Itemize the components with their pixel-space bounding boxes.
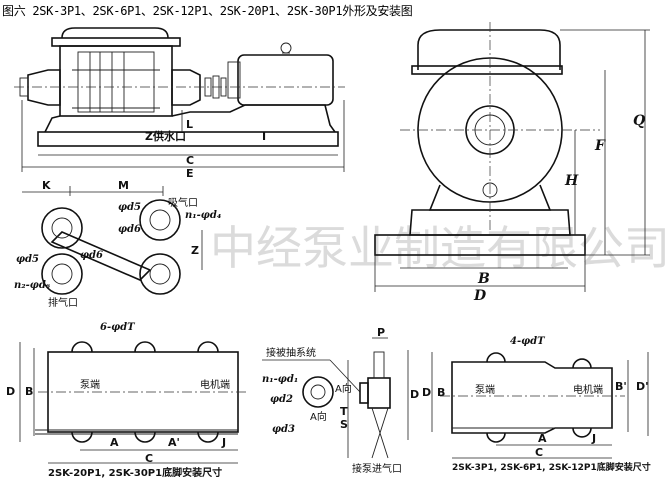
- dim-J-large: J: [221, 436, 226, 449]
- base-plan-large: 6-φdT 泵端 电机端 D B A A' J C 2SK-20P1, 2SK-…: [6, 322, 248, 479]
- connecting-pipe: [50, 231, 152, 281]
- base-outline-small: [451, 361, 613, 434]
- water-inlet-label: Z供水口: [145, 129, 186, 143]
- suction-port-label: 吸气口: [168, 196, 198, 209]
- system-connection-label: 接被抽系统: [266, 346, 316, 359]
- dim-C: C: [186, 154, 194, 167]
- pump-end-label-small: 泵端: [475, 383, 495, 396]
- front-view: B D H F Q: [374, 22, 650, 304]
- d2-label: φd2: [270, 394, 293, 405]
- dim-C-large: C: [145, 452, 153, 465]
- holes-6-dT: 6-φdT: [100, 322, 136, 333]
- bearing-housing-left: [27, 69, 61, 106]
- dim-A-large: A: [110, 436, 119, 449]
- caption-small-base: 2SK-3P1, 2SK-6P1, 2SK-12P1底脚安装尺寸: [452, 461, 651, 473]
- a-side-label-2: A向: [310, 410, 327, 423]
- dim-Q: Q: [633, 113, 645, 129]
- d6-label-bottom: φd6: [80, 250, 103, 261]
- dim-D-detail: D: [410, 388, 419, 401]
- dim-E: E: [186, 167, 194, 180]
- dim-H: H: [564, 173, 579, 189]
- dim-Z: Z: [191, 244, 199, 257]
- bearing-housing-right: [171, 69, 201, 106]
- flange-1: [41, 207, 83, 249]
- caption-large-base: 2SK-20P1, 2SK-30P1底脚安装尺寸: [48, 466, 222, 479]
- flange-3: [41, 253, 83, 295]
- holes-4-dT: 4-φdT: [510, 336, 546, 347]
- dim-M: M: [118, 179, 129, 192]
- exhaust-port-label: 排气口: [48, 296, 78, 309]
- d6-label-top: φd6: [118, 224, 141, 235]
- flange-a-view: [302, 376, 334, 408]
- dim-B-large: B: [25, 385, 33, 398]
- motor: [237, 54, 334, 106]
- dim-K: K: [42, 179, 51, 192]
- dim-D-small: D: [422, 386, 431, 399]
- dim-D-prime: D': [636, 380, 649, 393]
- valve-body: [367, 377, 391, 409]
- base-plate: [374, 234, 586, 256]
- n2-d6-label: n₂-φd₆: [14, 280, 51, 291]
- dim-D-front: D: [473, 288, 487, 304]
- dim-T: T: [340, 405, 348, 418]
- base-frame: [37, 131, 339, 147]
- dim-C-small: C: [535, 446, 543, 459]
- n1-d4-label: n₁-φd₄: [185, 210, 221, 221]
- side-view: Z供水口 L I C E K M: [14, 27, 345, 196]
- dim-F: F: [594, 138, 606, 154]
- flange-4: [139, 253, 181, 295]
- watermark: 中经泵业制造有限公司: [210, 221, 670, 275]
- flange-2: [139, 199, 181, 241]
- dim-P: P: [377, 326, 385, 339]
- d3-label: φd3: [272, 424, 295, 435]
- dim-B-front: B: [477, 271, 490, 287]
- dim-D-large: D: [6, 385, 15, 398]
- dim-B-prime: B': [615, 380, 627, 393]
- a-side-label-1: A向: [335, 382, 352, 395]
- pump-inlet-label: 接泵进气口: [352, 462, 402, 475]
- motor-end-label-large: 电机端: [200, 378, 230, 391]
- dim-A-small: A: [538, 432, 547, 445]
- casing-top: [417, 29, 561, 70]
- dim-A-prime: A': [168, 436, 180, 449]
- motor-end-label-small: 电机端: [573, 383, 603, 396]
- detail-view: 接被抽系统 n₁-φd₁ φd2 φd3 A向 A向 T S P D 接泵进气口: [262, 326, 419, 475]
- dim-S: S: [340, 418, 348, 431]
- d5-label-bottom: φd5: [16, 254, 39, 265]
- dim-L: L: [186, 118, 193, 131]
- dim-J-small: J: [591, 432, 596, 445]
- flange-view: Z 吸气口 n₁-φd₄ φd5 φd6 φd5 φd6 n₂-φd₆ 排气口: [14, 196, 221, 309]
- motor-lifting-eye: [280, 42, 292, 54]
- n1-d1-label: n₁-φd₁: [262, 374, 298, 385]
- figure-title: 图六 2SK-3P1、2SK-6P1、2SK-12P1、2SK-20P1、2SK…: [2, 4, 413, 18]
- base-plan-small: 4-φdT 泵端 电机端 D B B' D' A J C 2SK-3P1, 2S…: [422, 336, 651, 473]
- dim-B-small: B: [437, 386, 445, 399]
- pump-end-label-large: 泵端: [80, 378, 100, 391]
- d5-label-top: φd5: [118, 202, 141, 213]
- dim-I: I: [262, 130, 266, 143]
- pump-top-cover: [61, 27, 169, 39]
